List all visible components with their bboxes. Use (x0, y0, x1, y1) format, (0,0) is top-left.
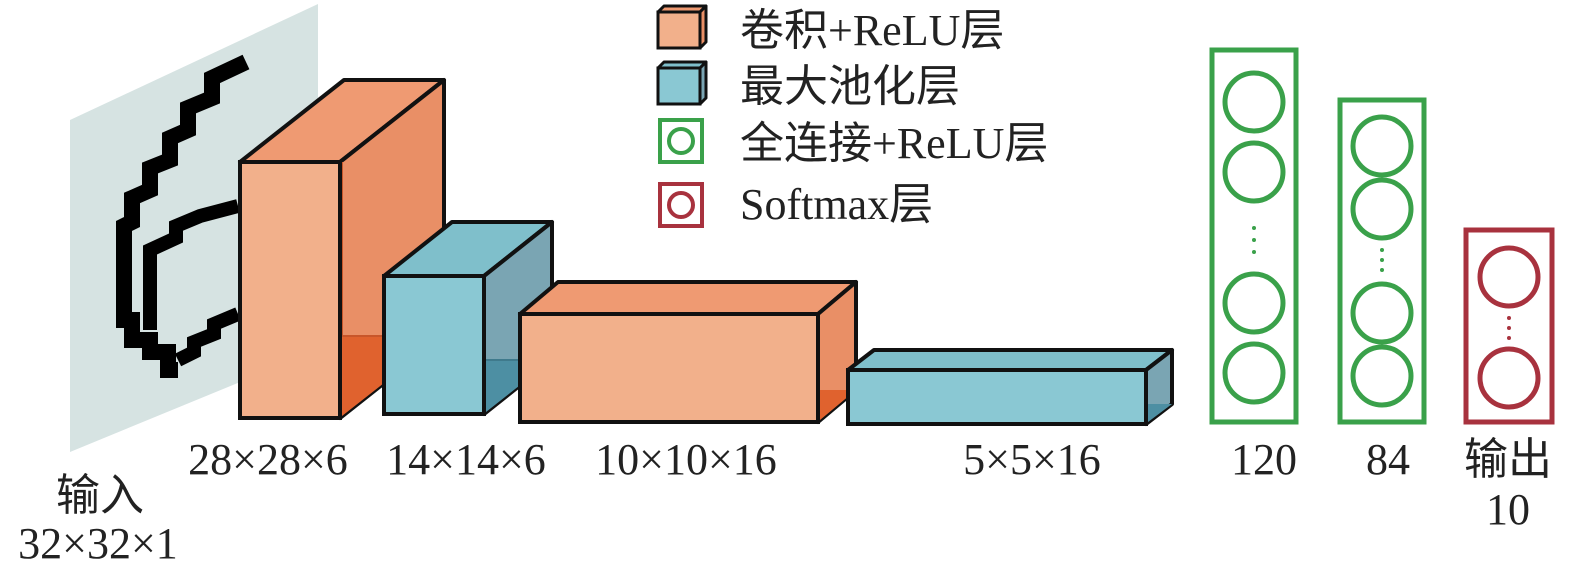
input-size-label: 32×32×1 (18, 519, 178, 568)
output-title-label: 输出 (1464, 435, 1552, 484)
fc2-ellipsis-dot (1380, 258, 1384, 262)
pool1-front-face (382, 274, 486, 416)
pool1-size-label: 14×14×6 (386, 435, 546, 484)
digit-loop-bottom (174, 307, 241, 367)
fc1-frame (1209, 47, 1299, 425)
conv2-front-face (518, 312, 820, 424)
legend-conv-label: 卷积+ReLU层 (740, 6, 1004, 55)
fc2-ellipsis-dot (1380, 268, 1384, 272)
softmax-neuron (1477, 346, 1541, 410)
softmax-neuron (1477, 245, 1541, 309)
softmax-ellipsis-dot (1507, 326, 1511, 330)
softmax-ellipsis-dot (1507, 316, 1511, 320)
fc2-neuron (1350, 177, 1414, 241)
softmax-layer (1463, 227, 1555, 425)
fc2-frame (1337, 97, 1427, 425)
digit-loop (143, 199, 240, 330)
pool2-inner-shade (1148, 404, 1172, 422)
fc1-ellipsis-dot (1252, 226, 1256, 230)
pool2-size-label: 5×5×16 (963, 435, 1101, 484)
pool2-top-face (846, 348, 1174, 372)
softmax-ellipsis-dot (1507, 336, 1511, 340)
fc2-ellipsis-dot (1380, 248, 1384, 252)
fc2-neuron (1350, 114, 1414, 178)
legend-softmax-label: Softmax层 (740, 180, 933, 229)
legend-pool-swatch (656, 60, 708, 106)
legend-conv-swatch (656, 4, 708, 50)
input-title-label: 输入 (56, 471, 144, 520)
pool2-front-face (846, 368, 1148, 426)
conv1-front-face (238, 160, 342, 420)
fc1-size-label: 120 (1231, 435, 1297, 484)
conv1-size-label: 28×28×6 (188, 435, 348, 484)
digit-stroke (116, 54, 250, 378)
legend-fc-label: 全连接+ReLU层 (740, 119, 1048, 168)
pool2-box (846, 348, 1174, 426)
legend-pool-label: 最大池化层 (740, 62, 960, 111)
fc1-neuron (1222, 140, 1286, 204)
conv2-size-label: 10×10×16 (595, 435, 777, 484)
output-size-label: 10 (1486, 485, 1530, 534)
fc1-ellipsis-dot (1252, 250, 1256, 254)
fc2-neuron (1350, 344, 1414, 408)
fc2-neuron (1350, 281, 1414, 345)
legend-fc-swatch (658, 118, 704, 164)
softmax-frame (1463, 227, 1555, 425)
fc1-neuron (1222, 341, 1286, 405)
conv2-top-face (518, 280, 858, 316)
fc2-layer (1337, 97, 1427, 425)
fc1-neuron (1222, 70, 1286, 134)
fc1-layer (1209, 47, 1299, 425)
fc1-neuron (1222, 271, 1286, 335)
fc2-size-label: 84 (1366, 435, 1410, 484)
fc1-ellipsis-dot (1252, 238, 1256, 242)
legend-softmax-swatch (658, 182, 704, 228)
conv2-box (518, 280, 858, 424)
legend: 卷积+ReLU层 最大池化层 全连接+ReLU层 Softmax层 (656, 4, 1048, 229)
